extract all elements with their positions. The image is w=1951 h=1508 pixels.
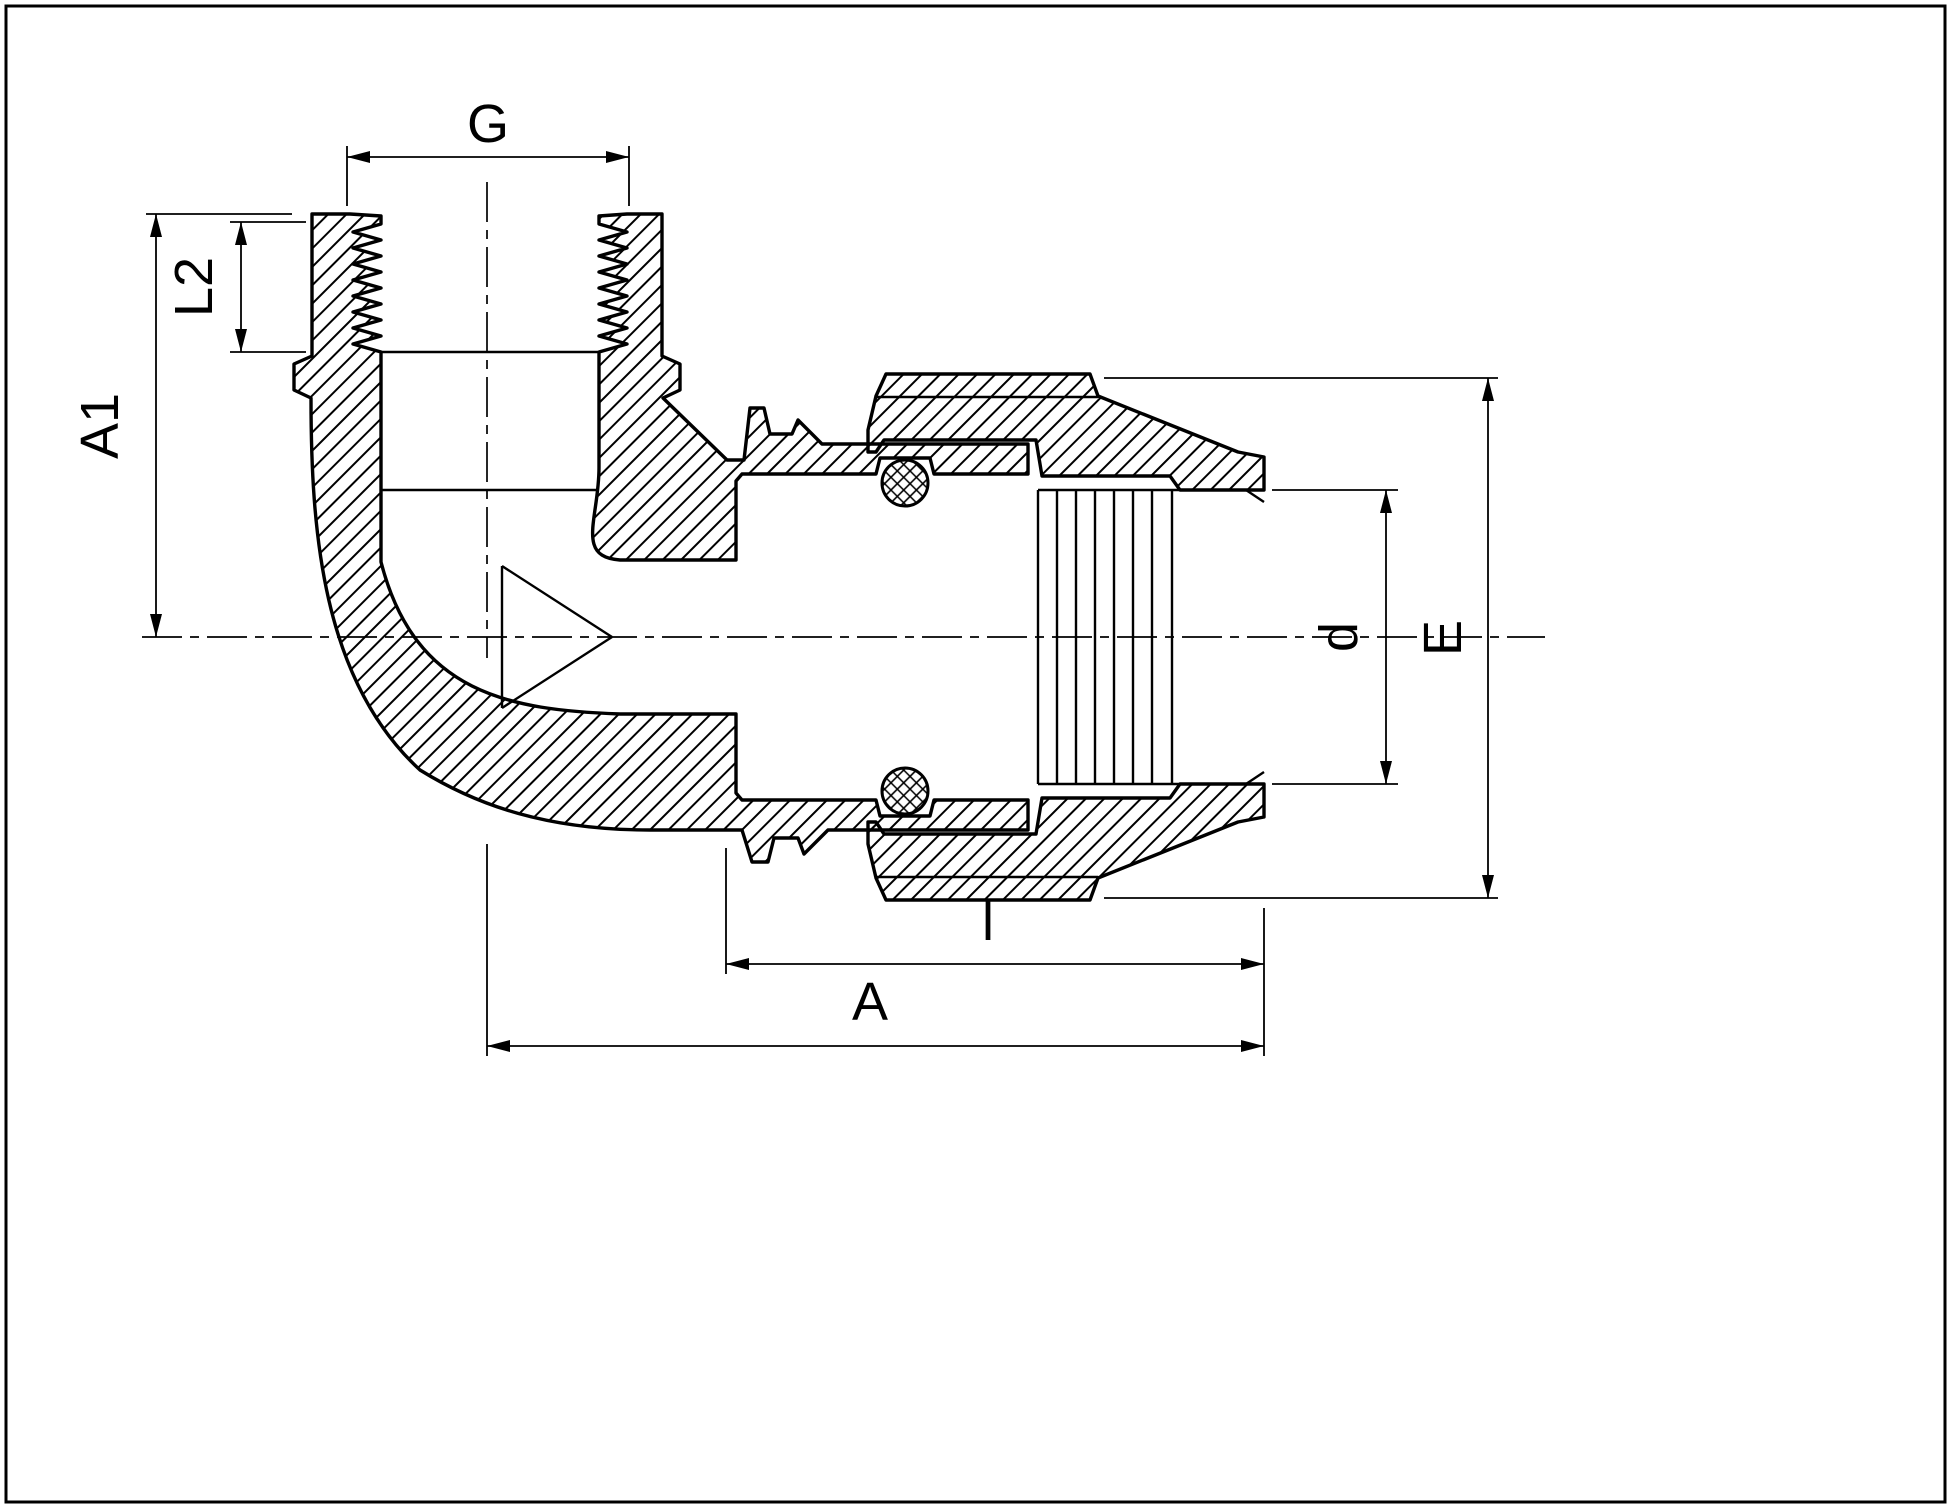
extension-lines-d — [1272, 489, 1398, 785]
dimension-a: A — [486, 844, 1264, 1056]
fitting-body — [292, 212, 1266, 902]
dimension-a1: A1 — [70, 213, 292, 637]
o-ring-bottom — [880, 766, 930, 816]
o-ring-top — [880, 458, 930, 508]
bore-cone-transition — [500, 564, 613, 710]
dim-label-d: d — [1309, 622, 1369, 652]
dim-label-e: E — [1413, 620, 1473, 656]
dim-label-a1: A1 — [70, 393, 130, 459]
compression-nut-top-section — [866, 372, 1266, 492]
elbow-inner-wall-section — [590, 212, 1030, 562]
extension-lines-e — [1104, 377, 1498, 899]
nut-ridge-lines — [876, 395, 1098, 879]
dim-label-g: G — [467, 94, 509, 154]
grip-ring — [1036, 490, 1174, 784]
grip-ring-edges — [1036, 490, 1174, 784]
dimension-d: d — [1272, 489, 1398, 785]
compression-nut-bottom-section — [866, 782, 1266, 902]
dimension-e: E — [1104, 377, 1498, 899]
extension-lines-l — [725, 848, 1265, 1056]
sheet-border — [4, 4, 1947, 1504]
dimension-l2: L2 — [164, 221, 306, 353]
extension-lines-g — [346, 146, 630, 206]
grip-ring-teeth — [1055, 490, 1154, 784]
dim-label-l2: L2 — [164, 257, 224, 317]
dimension-l: l — [725, 848, 1265, 1056]
elbow-outer-wall-section — [292, 212, 1030, 864]
dim-label-l: l — [982, 892, 994, 952]
dim-label-a: A — [852, 972, 888, 1032]
dimension-g: G — [346, 94, 630, 206]
